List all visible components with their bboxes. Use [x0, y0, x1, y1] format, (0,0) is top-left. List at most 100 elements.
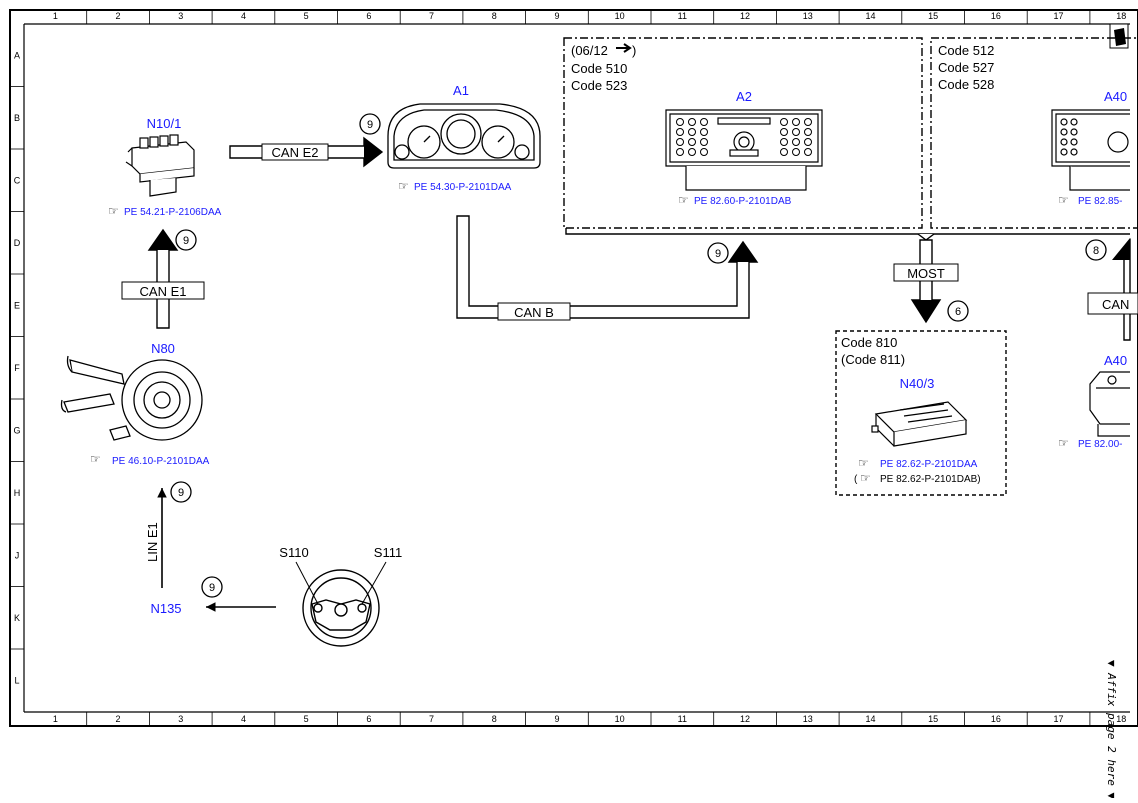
grid-col-label: 1	[53, 11, 58, 21]
grid-col-label: 13	[803, 714, 813, 724]
grid-row-label: K	[14, 613, 20, 623]
grid-row-label: E	[14, 300, 20, 310]
badge-6: 6	[947, 300, 969, 322]
label-s111: S111	[374, 545, 402, 560]
component-a1[interactable]: A1 ☞ PE 54.30-P-2101DAA	[387, 83, 541, 193]
grid-row-label: G	[13, 425, 20, 435]
head-unit-partial-icon	[1051, 109, 1130, 191]
ref-a2[interactable]: PE 82.60-P-2101DAB	[694, 196, 792, 207]
head-unit-button	[792, 118, 800, 126]
ref-pointer-icon: ☞	[108, 204, 119, 218]
ref-n80[interactable]: PE 46.10-P-2101DAA	[112, 456, 210, 467]
ref-a40-bottom[interactable]: PE 82.00-	[1078, 439, 1122, 450]
label-n80: N80	[151, 341, 175, 356]
head-unit-button	[780, 118, 788, 126]
page-corner-icon	[1109, 23, 1129, 49]
sheet-border	[9, 9, 1138, 727]
leader-s110	[295, 561, 319, 605]
grid-col-label: 10	[615, 714, 625, 724]
grid-col-label: 5	[304, 714, 309, 724]
badge-number: 8	[1093, 245, 1099, 257]
head-unit-button	[780, 138, 788, 146]
ref-n40-3-alt-open: (	[854, 474, 858, 485]
head-unit-button	[780, 148, 788, 156]
label-a40-top: A40	[1104, 89, 1127, 104]
grid-col-label: 15	[928, 11, 938, 21]
badge-3: 9	[707, 242, 729, 264]
grid-col-label: 11	[678, 714, 687, 724]
grid-row-label: B	[14, 113, 20, 123]
bus-can-b: CAN B	[456, 215, 759, 321]
grid-col-label: 2	[116, 714, 121, 724]
component-a2[interactable]: A2 ☞ PE 82.60-P-2101DAB	[665, 89, 823, 207]
grid-col-label: 3	[178, 11, 183, 21]
bus-label-most: MOST	[907, 266, 945, 281]
grid-col-label: 5	[304, 11, 309, 21]
grid-col-label: 7	[429, 11, 434, 21]
grid-col-label: 8	[492, 11, 497, 21]
grid-col-label: 15	[928, 714, 938, 724]
bus-label-can-e2: CAN E2	[272, 145, 319, 160]
grid-col-label: 6	[366, 714, 371, 724]
head-unit-button	[676, 118, 684, 126]
head-unit-button	[804, 148, 812, 156]
grid-col-label: 14	[865, 11, 875, 21]
grid-col-label: 17	[1054, 714, 1064, 724]
grid-col-label: 12	[740, 11, 750, 21]
instrument-cluster-icon	[387, 103, 541, 169]
grid-col-label: 6	[366, 11, 371, 21]
grid-col-label: 14	[865, 714, 875, 724]
bus-can-e1: CAN E1	[121, 228, 205, 329]
component-a40-bottom[interactable]: A40 ☞ PE 82.00-	[1058, 353, 1130, 450]
component-a40-top[interactable]: A40 ☞ PE 82.85-	[1051, 89, 1130, 207]
ref-n10-1[interactable]: PE 54.21-P-2106DAA	[124, 207, 222, 218]
grid-row-label: L	[14, 675, 19, 685]
code-box-bracket	[565, 228, 1130, 235]
ref-n40-3-alt[interactable]: PE 82.62-P-2101DAB)	[880, 474, 981, 485]
grid-col-label: 16	[991, 11, 1001, 21]
grid-row-label: C	[14, 175, 21, 185]
bus-label-lin-e1: LIN E1	[145, 522, 160, 562]
head-unit-button	[792, 148, 800, 156]
badge-7: 8	[1085, 239, 1107, 261]
code-box-n40: Code 810 (Code 811)	[835, 330, 1007, 496]
steering-wheel-icon	[302, 569, 380, 647]
head-unit-button	[676, 138, 684, 146]
amplifier-icon	[871, 401, 968, 447]
head-unit-button	[676, 128, 684, 136]
steering-column-module-icon	[60, 355, 203, 441]
grid-row-label: F	[14, 363, 20, 373]
grid-col-label: 16	[991, 714, 1001, 724]
head-unit-button	[804, 128, 812, 136]
component-n10-1[interactable]: N10/1 ☞ PE 54.21-P-2106DAA	[108, 116, 222, 218]
code-date-close: )	[632, 43, 636, 58]
grid-col-label: 11	[678, 11, 687, 21]
bus-can-e2: CAN E2	[229, 136, 384, 168]
ref-n40-3[interactable]: PE 82.62-P-2101DAA	[880, 459, 978, 470]
label-a2: A2	[736, 89, 752, 104]
grid-row-label: D	[14, 238, 21, 248]
code-523: Code 523	[571, 78, 627, 93]
ref-pointer-icon: ☞	[858, 456, 869, 470]
ref-a1[interactable]: PE 54.30-P-2101DAA	[414, 182, 512, 193]
bus-label-can-e1: CAN E1	[140, 284, 187, 299]
badge-number: 9	[209, 582, 215, 594]
grid-col-label: 17	[1054, 11, 1064, 21]
grid-col-label: 8	[492, 714, 497, 724]
badge-number: 9	[715, 248, 721, 260]
code-box-a40: Code 512 Code 527 Code 528	[930, 37, 1138, 229]
component-steering-wheel[interactable]: S110 S111	[279, 545, 402, 647]
badge-number: 6	[955, 306, 961, 318]
grid-col-label: 4	[241, 11, 246, 21]
label-n135[interactable]: N135	[150, 601, 181, 616]
grid-row-label: J	[15, 550, 20, 560]
ref-pointer-icon: ☞	[1058, 193, 1069, 207]
component-n80[interactable]: N80 ☞ PE 46.10-P-2101DAA	[60, 341, 210, 467]
bus-label-can-partial: CAN	[1102, 297, 1129, 312]
code-528: Code 528	[938, 77, 994, 92]
ref-a40-top[interactable]: PE 82.85-	[1078, 196, 1122, 207]
badge-5: 9	[201, 576, 223, 598]
bracket-notch	[917, 233, 935, 241]
component-n40-3[interactable]: N40/3 ☞ PE 82.62-P-2101DAA ( ☞ PE 82.62-…	[854, 376, 981, 485]
